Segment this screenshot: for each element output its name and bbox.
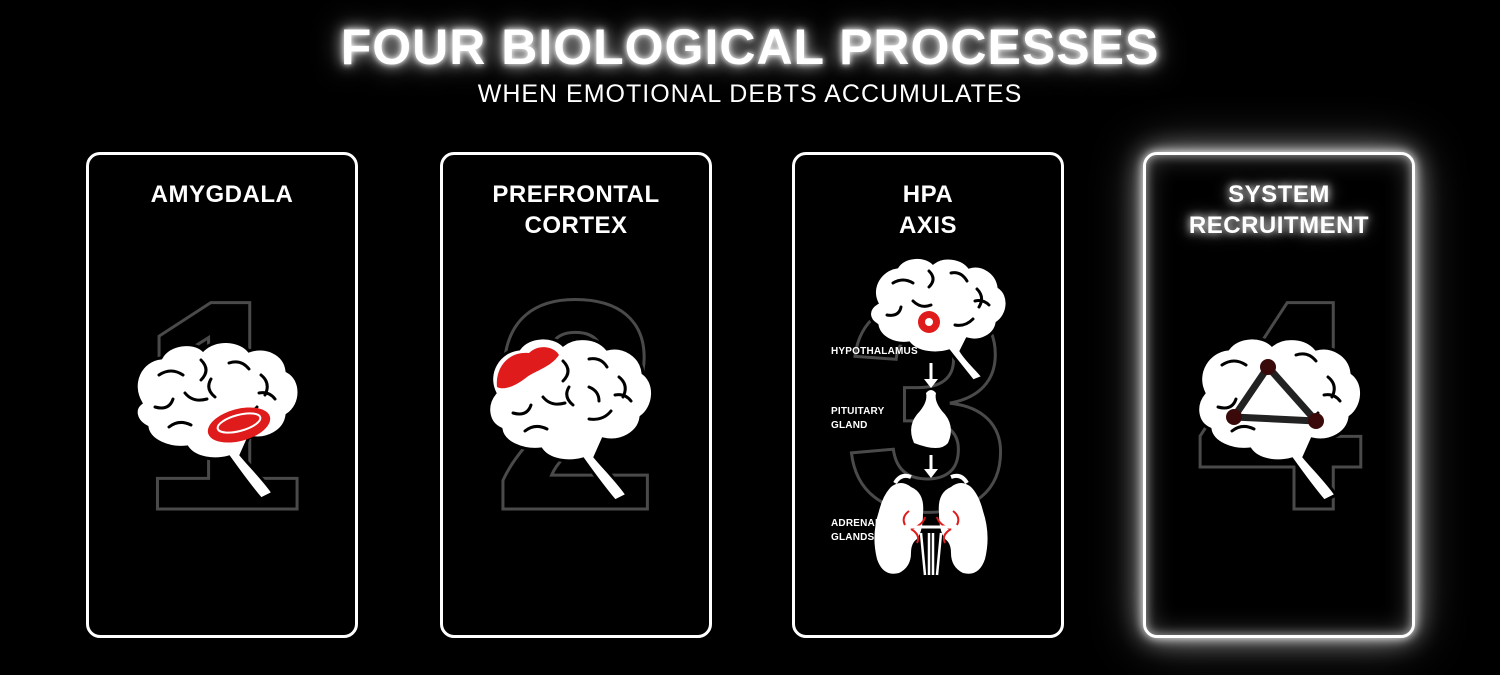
page-title: FOUR BIOLOGICAL PROCESSES: [340, 19, 1160, 75]
brain-network-icon: [1196, 336, 1363, 503]
adrenal-glands-icon: [874, 473, 988, 576]
card-title-line: RECRUITMENT: [1188, 212, 1370, 239]
label-line: GLAND: [831, 420, 868, 431]
brain-hypothalamus-icon: [868, 256, 1009, 383]
card-title: AMYGDALA: [89, 179, 355, 210]
card-prefrontal-cortex: 2 PREFRONTAL CORTEX: [440, 152, 712, 638]
card-system-recruitment: 4 SYSTEM RECRUITMENT: [1143, 152, 1415, 638]
arrow-down-icon: [924, 379, 938, 388]
page-subtitle: WHEN EMOTIONAL DEBTS ACCUMULATES: [477, 80, 1023, 108]
label-pituitary-gland: PITUITARY GLAND: [831, 405, 884, 433]
brain-amygdala-icon: [134, 340, 301, 501]
label-adrenal-glands: ADRENAL GLANDS: [831, 517, 881, 545]
card-title-line: SYSTEM: [1228, 181, 1330, 208]
card-title-line: CORTEX: [524, 212, 628, 239]
brain-prefrontal-icon: [487, 336, 654, 503]
label-line: GLANDS: [831, 532, 875, 543]
card-amygdala: 1 AMYGDALA: [86, 152, 358, 638]
card-title-line: AXIS: [898, 212, 957, 239]
card-hpa-axis: 3 HPA AXIS HYPOTHALAMUS PITUITARY: [792, 152, 1064, 638]
card-title: PREFRONTAL CORTEX: [443, 179, 709, 241]
label-line: PITUITARY: [831, 406, 885, 417]
card-title: SYSTEM RECRUITMENT: [1146, 179, 1412, 241]
card-title-line: PREFRONTAL: [492, 181, 660, 208]
hpa-axis-diagram: [868, 256, 1009, 576]
label-hypothalamus: HYPOTHALAMUS: [831, 346, 918, 357]
card-title-line: AMYGDALA: [150, 181, 294, 208]
pituitary-gland-icon: [911, 390, 951, 448]
card-title-line: HPA: [902, 181, 954, 208]
label-line: ADRENAL: [831, 518, 882, 529]
card-title: HPA AXIS: [795, 179, 1061, 241]
arrow-down-icon: [924, 469, 938, 478]
